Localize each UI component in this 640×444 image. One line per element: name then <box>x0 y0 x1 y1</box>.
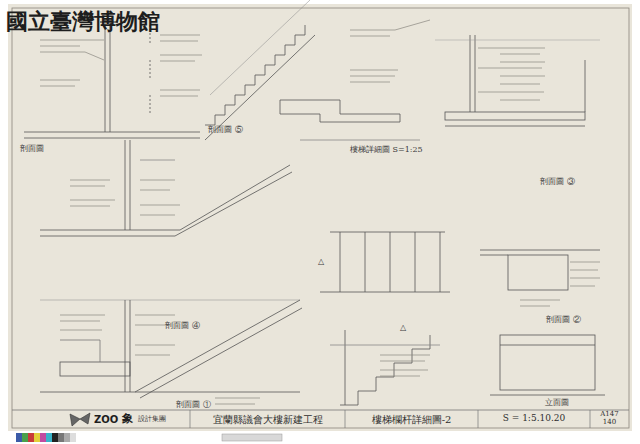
elevation-caption: 立面圖 <box>545 399 569 408</box>
section-caption: 剖面圖 ③ <box>540 178 575 187</box>
drawing-title-cell: 樓梯欄杆詳細圖-2 <box>345 410 478 428</box>
title-text: 樓梯欄杆詳細圖-2 <box>372 414 452 425</box>
scale-cell: S = 1:5.10.20 <box>478 410 590 428</box>
logo-text: 象 <box>122 413 133 425</box>
logo-text: 設計集團 <box>138 416 166 424</box>
project-title-cell: 宜蘭縣議會大樓新建工程 <box>190 410 345 428</box>
sheet-number-cell: A147140 <box>590 410 629 428</box>
section-caption: 剖面圖 ② <box>546 316 581 325</box>
detail-caption: 樓梯詳細圖 S=1:25 <box>350 146 423 155</box>
title-text: 宜蘭縣議會大樓新建工程 <box>213 414 323 425</box>
reference-mark: △ <box>318 258 324 267</box>
sub-text: 140 <box>603 419 616 427</box>
section-caption: 剖面圖 ④ <box>165 322 200 331</box>
logo-text: ZOO <box>94 414 118 425</box>
section-caption: 剖面圖 ① <box>176 401 211 410</box>
watermark: 國立臺灣博物館 <box>6 9 160 33</box>
section-caption: 剖面圖 <box>20 145 44 154</box>
reference-mark: △ <box>400 324 406 333</box>
section-caption: 剖面圖 ⑤ <box>208 126 243 135</box>
title-text: S = 1:5.10.20 <box>503 414 566 424</box>
title-text: A147 <box>600 411 618 419</box>
